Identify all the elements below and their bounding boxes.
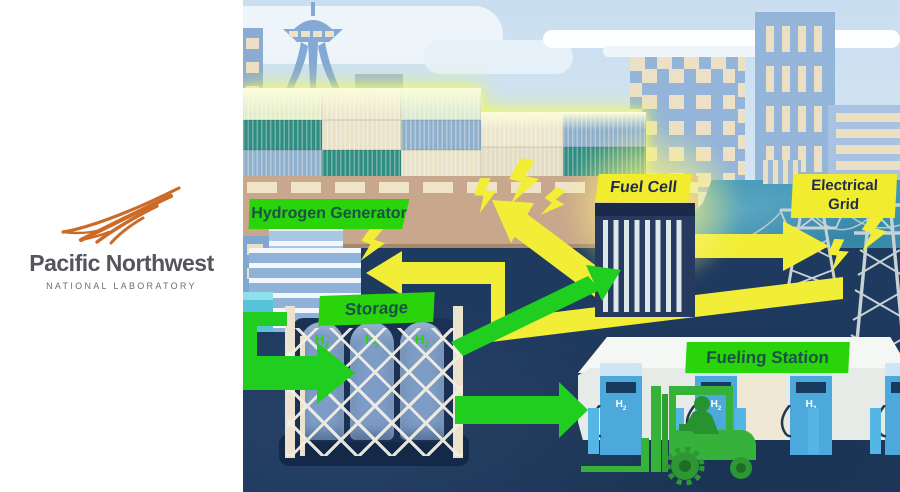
- fuel-cell-building: [595, 203, 695, 317]
- lightning-bolt-icon: [861, 212, 888, 252]
- green-arrowhead-storage: [317, 342, 355, 404]
- illustration: H2 H2 H2 H2: [243, 0, 900, 492]
- yellow-arrowhead-grid: [783, 221, 829, 271]
- lightning-bolt-icon: [509, 158, 539, 204]
- yellow-arrowhead-containers: [492, 200, 534, 243]
- station-post: [588, 408, 599, 454]
- yellow-arrowhead-generator: [366, 251, 402, 295]
- lightning-bolt-icon: [360, 225, 386, 261]
- logo-panel: Pacific Northwest NATIONAL LABORATORY: [0, 0, 243, 492]
- label-fueling-station: Fueling Station: [685, 342, 850, 373]
- lightning-bolt-icon: [540, 186, 566, 216]
- green-arrow-to-storage: [243, 356, 317, 390]
- pnnl-logo-icon: [61, 186, 181, 245]
- station-post: [808, 408, 819, 454]
- cloud: [603, 46, 823, 57]
- label-storage: Storage: [318, 291, 435, 327]
- dispenser-hose: [780, 405, 792, 438]
- lightning-bolt-icon: [828, 238, 849, 272]
- green-arrowhead-fuelcell: [586, 265, 621, 301]
- dispenser-h2-label: H2: [710, 399, 722, 412]
- label-hydrogen-generator: Hydrogen Generator: [248, 199, 409, 229]
- label-electrical-grid-line2: Grid: [827, 196, 860, 213]
- city-building: [828, 105, 900, 180]
- fuel-dispenser: H2: [590, 363, 642, 455]
- forklift-icon: [581, 386, 756, 486]
- yellow-band-to-generator: [400, 262, 505, 284]
- green-arrow-to-fuelcell: [451, 276, 600, 356]
- label-electrical-grid-line1: Electrical: [810, 177, 879, 195]
- station-post: [870, 408, 881, 454]
- logo-title: Pacific Northwest: [29, 250, 214, 276]
- dispenser-h2-label: H2: [615, 399, 627, 412]
- green-arrow-to-station: [455, 396, 559, 424]
- lightning-bolt-icon: [474, 178, 497, 214]
- green-arrowhead-station: [559, 382, 588, 438]
- storage-lattice: [287, 328, 463, 456]
- label-electrical-grid: Electrical Grid: [790, 174, 898, 218]
- label-fuel-cell: Fuel Cell: [595, 174, 692, 202]
- green-arrows-overlay: [243, 158, 888, 438]
- logo-subtitle: NATIONAL LABORATORY: [46, 281, 197, 291]
